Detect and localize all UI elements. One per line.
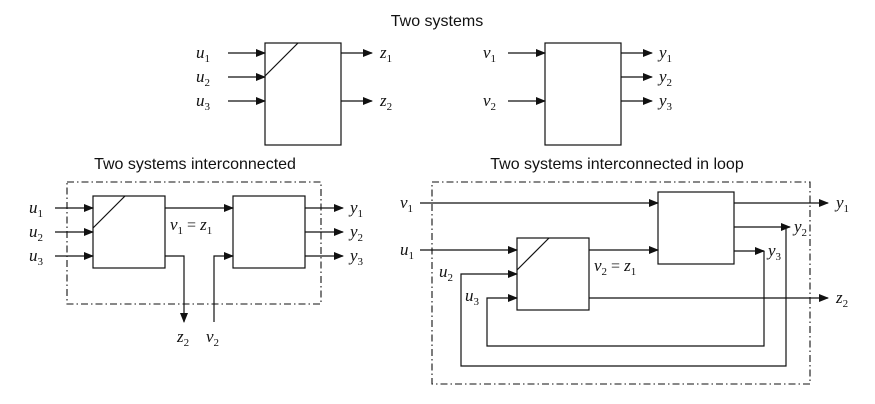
loop-panel: v1 u1 u2 u3 v2 = z1 y1 y2 y3 z2 — [400, 181, 849, 385]
loop-frame — [431, 181, 811, 385]
label-v2: v2 — [483, 91, 496, 113]
label-y1: y1 — [657, 43, 672, 65]
label-y2: y2 — [657, 67, 672, 89]
label-v2-left: v2 — [206, 327, 219, 349]
feedback-y3-to-u3 — [486, 251, 765, 347]
label-y3: y3 — [657, 91, 673, 113]
system-1-diagonal — [264, 42, 299, 77]
label-z2-loop: z2 — [835, 288, 848, 310]
interconnected-frame — [66, 181, 322, 305]
system-2-block — [544, 42, 622, 146]
label-v2-eq-z1-loop: v2 = z1 — [594, 256, 636, 278]
label-z1: z1 — [379, 43, 392, 65]
interconnected-system-1 — [92, 195, 166, 269]
label-y3-loop: y3 — [766, 241, 782, 263]
label-y2-left: y2 — [348, 222, 363, 244]
system-1-block — [264, 42, 342, 146]
label-u2: u2 — [196, 67, 210, 89]
label-u3-loop: u3 — [465, 286, 480, 308]
top-system-1: u1 u2 u3 z1 z2 — [196, 42, 392, 146]
interconnected-panel: u1 u2 u3 v1 = z1 y1 y2 y3 z2 v2 — [29, 181, 364, 349]
label-v1-eq-z1-left: v1 = z1 — [170, 215, 212, 237]
arrow-v2-in — [213, 252, 234, 322]
label-u2-loop: u2 — [439, 262, 453, 284]
label-u2-left: u2 — [29, 222, 43, 244]
label-y2-loop: y2 — [792, 217, 807, 239]
arrow-z2-out — [165, 255, 188, 323]
title-two-systems-interconnected-in-loop: Two systems interconnected in loop — [490, 156, 744, 173]
loop-system-2 — [657, 191, 735, 265]
label-u1-loop: u1 — [400, 240, 414, 262]
top-system-2: v1 v2 y1 y2 y3 — [483, 42, 673, 146]
title-two-systems: Two systems — [391, 13, 483, 30]
label-u1-left: u1 — [29, 198, 43, 220]
label-u3: u3 — [196, 91, 211, 113]
label-z2: z2 — [379, 91, 392, 113]
title-two-systems-interconnected: Two systems interconnected — [94, 156, 296, 173]
label-y3-left: y3 — [348, 246, 364, 268]
label-v1: v1 — [483, 43, 496, 65]
label-v1-loop: v1 — [400, 193, 413, 215]
loop-system-1 — [516, 237, 590, 311]
label-u1: u1 — [196, 43, 210, 65]
label-y1-loop: y1 — [834, 193, 849, 215]
label-z2-left: z2 — [176, 327, 189, 349]
loop-system-1-diagonal — [516, 237, 550, 271]
feedback-y2-to-u2 — [460, 227, 787, 367]
label-u3-left: u3 — [29, 246, 44, 268]
interconnected-system-1-diagonal — [92, 195, 126, 229]
interconnected-system-2 — [232, 195, 306, 269]
label-y1-left: y1 — [348, 198, 363, 220]
